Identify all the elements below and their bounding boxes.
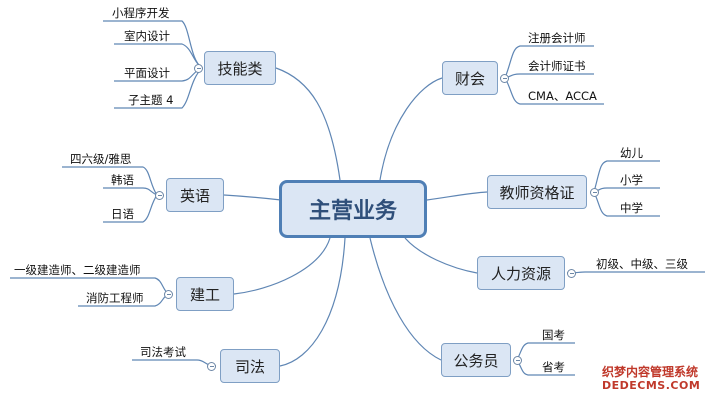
branch-construction[interactable]: 建工 <box>176 277 234 311</box>
leaf-accounting-1[interactable]: 注册会计师 <box>528 31 586 45</box>
collapse-toggle-skills[interactable] <box>194 64 203 73</box>
link-english <box>223 194 282 201</box>
link-skills <box>275 67 341 181</box>
link-teacher <box>426 191 488 201</box>
leaf-accounting-3[interactable]: CMA、ACCA <box>528 89 597 103</box>
leaf-construction-1[interactable]: 一级建造师、二级建造师 <box>14 263 141 277</box>
leaf-civil-1[interactable]: 国考 <box>542 328 565 342</box>
collapse-toggle-teacher[interactable] <box>590 188 599 197</box>
collapse-toggle-judicial[interactable] <box>207 362 216 371</box>
collapse-toggle-accounting[interactable] <box>500 74 509 83</box>
collapse-toggle-hr[interactable] <box>567 269 576 278</box>
leaf-english-2[interactable]: 韩语 <box>111 173 134 187</box>
branch-civil[interactable]: 公务员 <box>441 343 511 377</box>
leaf-judicial-1[interactable]: 司法考试 <box>140 345 186 359</box>
leaf-civil-2[interactable]: 省考 <box>542 360 565 374</box>
leaf-teacher-3[interactable]: 中学 <box>620 201 643 215</box>
branch-accounting[interactable]: 财会 <box>442 61 498 95</box>
leaf-skills-4[interactable]: 子主题 4 <box>128 93 174 107</box>
central-topic[interactable]: 主营业务 <box>279 180 427 238</box>
leaf-teacher-1[interactable]: 幼儿 <box>620 146 643 160</box>
link-judicial <box>279 237 346 367</box>
branch-teacher[interactable]: 教师资格证 <box>487 175 587 209</box>
link-hr <box>404 237 478 274</box>
leaf-construction-2[interactable]: 消防工程师 <box>86 291 144 305</box>
leaf-skills-2[interactable]: 室内设计 <box>124 29 170 43</box>
leaf-english-3[interactable]: 日语 <box>111 207 134 221</box>
leaf-skills-1[interactable]: 小程序开发 <box>112 6 170 20</box>
leaf-hr-1[interactable]: 初级、中级、三级 <box>596 257 688 271</box>
branch-english[interactable]: 英语 <box>166 178 224 212</box>
link-civil <box>369 237 442 361</box>
leaf-skills-3[interactable]: 平面设计 <box>124 66 170 80</box>
leaf-english-1[interactable]: 四六级/雅思 <box>70 152 132 166</box>
watermark: 织梦内容管理系统 DEDECMS.COM <box>602 365 700 393</box>
watermark-line-2: DEDECMS.COM <box>602 379 701 392</box>
link-accounting <box>379 77 443 181</box>
branch-skills[interactable]: 技能类 <box>204 51 276 85</box>
collapse-toggle-civil[interactable] <box>513 356 522 365</box>
leaf-teacher-2[interactable]: 小学 <box>620 173 643 187</box>
leaf-accounting-2[interactable]: 会计师证书 <box>528 59 586 73</box>
branch-judicial[interactable]: 司法 <box>220 349 280 383</box>
link-construction <box>233 237 331 295</box>
watermark-line-1: 织梦内容管理系统 <box>602 365 699 379</box>
collapse-toggle-english[interactable] <box>155 191 164 200</box>
collapse-toggle-construction[interactable] <box>164 290 173 299</box>
branch-hr[interactable]: 人力资源 <box>477 256 565 290</box>
